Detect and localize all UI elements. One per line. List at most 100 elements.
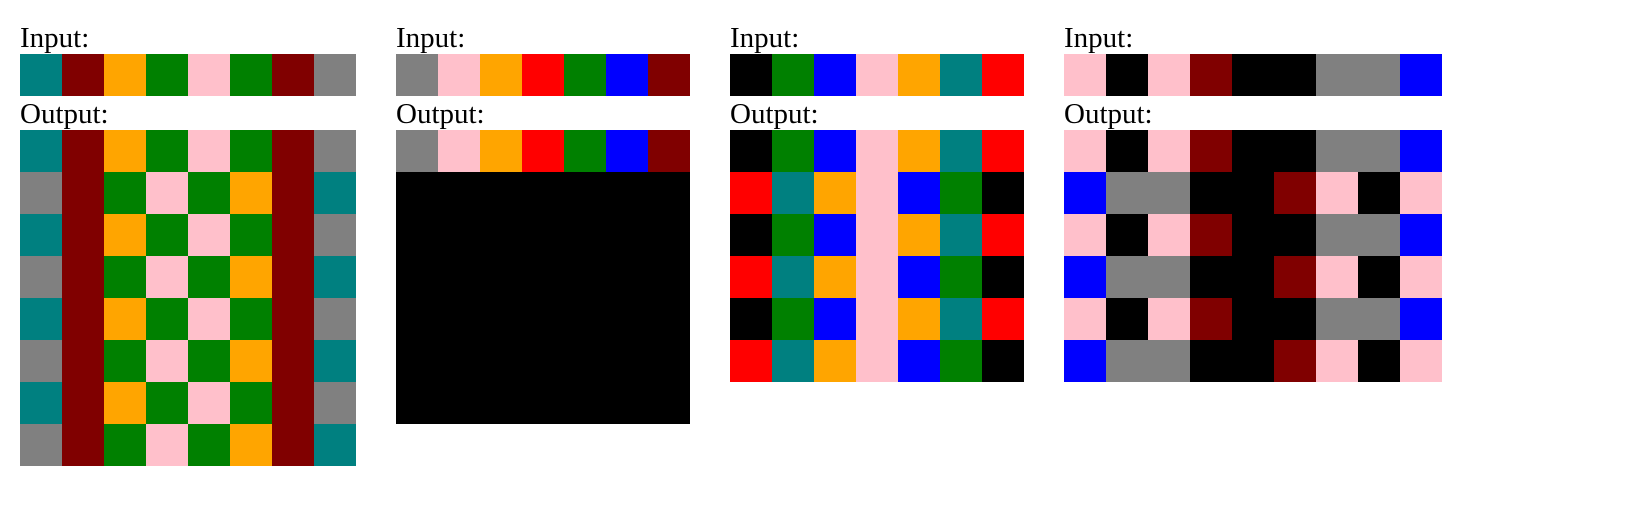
grid-cell	[1400, 172, 1442, 214]
grid-cell	[648, 382, 690, 424]
grid-cell	[814, 130, 856, 172]
grid-cell	[940, 214, 982, 256]
grid-cell	[480, 340, 522, 382]
grid-cell	[564, 54, 606, 96]
grid-cell	[62, 424, 104, 466]
grid-cell	[772, 130, 814, 172]
grid-cell	[1190, 214, 1232, 256]
grid-cell	[1106, 298, 1148, 340]
grid-cell	[396, 340, 438, 382]
grid-cell	[522, 340, 564, 382]
grid-cell	[188, 382, 230, 424]
grid-cell	[314, 382, 356, 424]
example-panel-3: Input: Output:	[730, 22, 1024, 382]
grid-cell	[648, 298, 690, 340]
grid-cell	[20, 340, 62, 382]
grid-cell	[1316, 172, 1358, 214]
grid-cell	[1064, 256, 1106, 298]
grid-cell	[188, 214, 230, 256]
grid-cell	[230, 256, 272, 298]
grid-cell	[814, 340, 856, 382]
grid-cell	[314, 172, 356, 214]
grid-cell	[1316, 130, 1358, 172]
grid-cell	[522, 130, 564, 172]
output-label: Output:	[1064, 98, 1153, 130]
grid-cell	[1400, 130, 1442, 172]
grid-cell	[1274, 172, 1316, 214]
output-label: Output:	[20, 98, 109, 130]
grid-cell	[396, 130, 438, 172]
grid-cell	[104, 130, 146, 172]
grid-cell	[188, 256, 230, 298]
grid-cell	[272, 172, 314, 214]
grid-cell	[62, 382, 104, 424]
grid-cell	[564, 340, 606, 382]
output-grid	[1064, 130, 1442, 382]
grid-cell	[1106, 172, 1148, 214]
grid-cell	[1190, 256, 1232, 298]
grid-cell	[272, 340, 314, 382]
grid-cell	[982, 298, 1024, 340]
grid-cell	[1358, 172, 1400, 214]
grid-cell	[940, 256, 982, 298]
grid-cell	[396, 256, 438, 298]
grid-cell	[730, 54, 772, 96]
grid-cell	[1064, 130, 1106, 172]
output-label: Output:	[396, 98, 485, 130]
grid-cell	[606, 340, 648, 382]
grid-cell	[1358, 54, 1400, 96]
grid-cell	[1148, 340, 1190, 382]
grid-cell	[146, 424, 188, 466]
grid-cell	[982, 172, 1024, 214]
grid-cell	[856, 256, 898, 298]
grid-cell	[438, 54, 480, 96]
grid-cell	[522, 382, 564, 424]
grid-cell	[814, 172, 856, 214]
grid-cell	[480, 214, 522, 256]
grid-cell	[146, 130, 188, 172]
grid-cell	[480, 54, 522, 96]
grid-cell	[648, 54, 690, 96]
output-label: Output:	[730, 98, 819, 130]
grid-cell	[1190, 298, 1232, 340]
grid-cell	[62, 256, 104, 298]
grid-cell	[1064, 214, 1106, 256]
grid-cell	[480, 256, 522, 298]
grid-cell	[1400, 54, 1442, 96]
grid-cell	[438, 214, 480, 256]
grid-cell	[146, 256, 188, 298]
grid-cell	[396, 214, 438, 256]
grid-cell	[940, 172, 982, 214]
grid-cell	[1232, 214, 1274, 256]
grid-cell	[146, 172, 188, 214]
grid-cell	[522, 214, 564, 256]
grid-cell	[1358, 130, 1400, 172]
grid-cell	[856, 54, 898, 96]
grid-cell	[940, 54, 982, 96]
grid-cell	[1190, 172, 1232, 214]
grid-cell	[62, 340, 104, 382]
grid-cell	[1148, 214, 1190, 256]
grid-cell	[982, 54, 1024, 96]
grid-cell	[1274, 298, 1316, 340]
grid-cell	[20, 424, 62, 466]
grid-cell	[1400, 298, 1442, 340]
grid-cell	[1106, 214, 1148, 256]
grid-cell	[564, 130, 606, 172]
grid-cell	[272, 256, 314, 298]
grid-cell	[606, 130, 648, 172]
grid-cell	[230, 214, 272, 256]
grid-cell	[20, 382, 62, 424]
grid-cell	[940, 298, 982, 340]
grid-cell	[272, 214, 314, 256]
grid-cell	[1316, 340, 1358, 382]
input-label: Input:	[396, 22, 466, 54]
grid-cell	[188, 130, 230, 172]
grid-cell	[146, 214, 188, 256]
grid-cell	[898, 214, 940, 256]
example-panel-2: Input: Output:	[396, 22, 690, 424]
grid-cell	[1148, 256, 1190, 298]
grid-cell	[104, 340, 146, 382]
grid-cell	[1358, 298, 1400, 340]
grid-cell	[1358, 256, 1400, 298]
